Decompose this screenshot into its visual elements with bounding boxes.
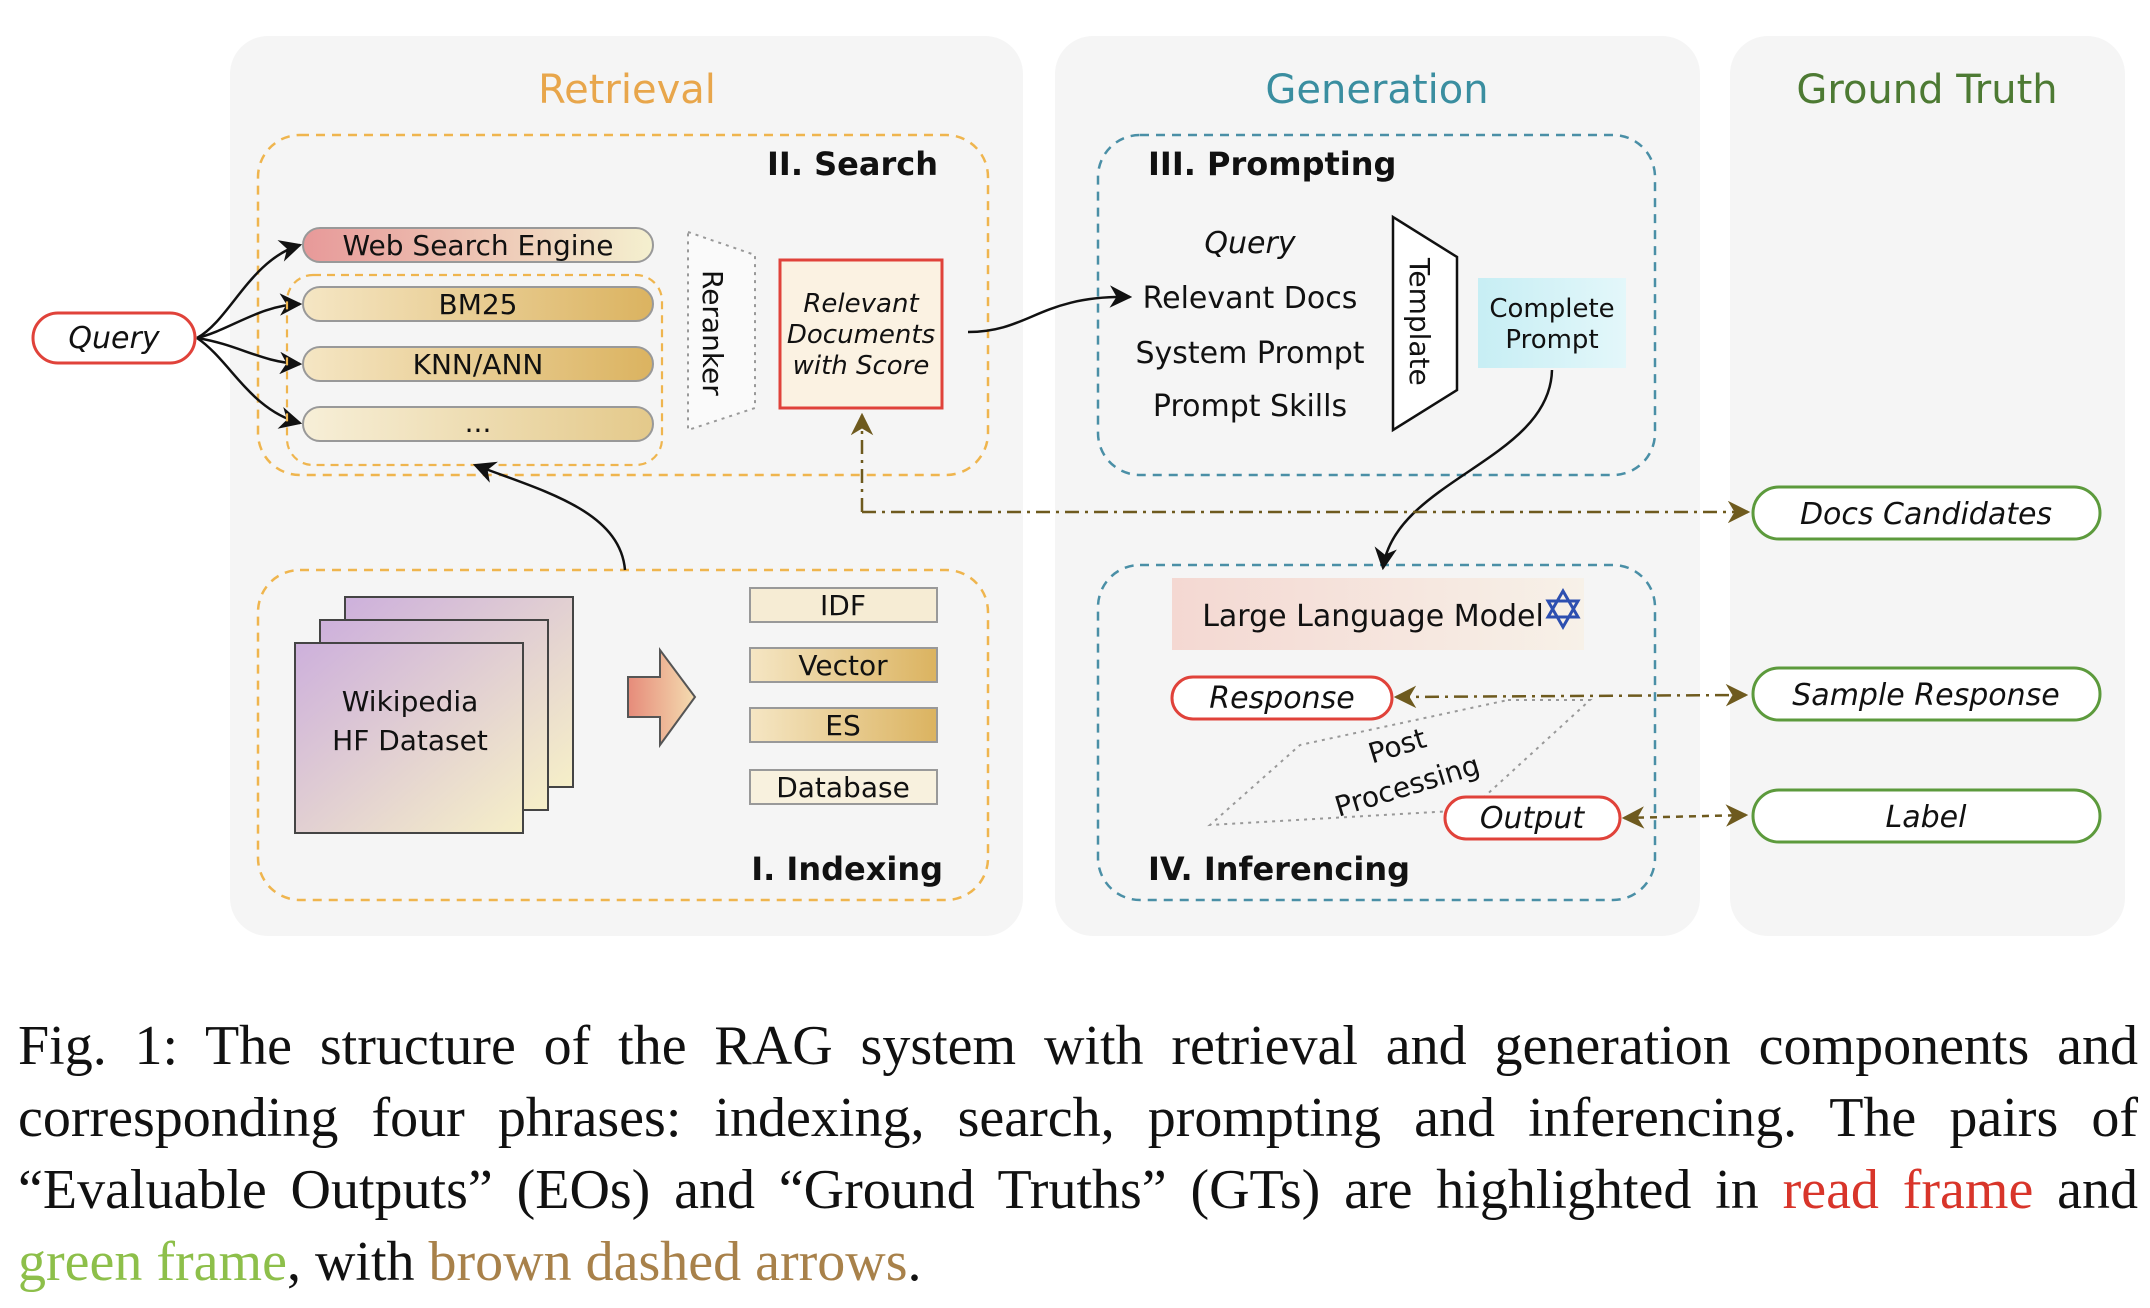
database-index [749,769,938,805]
es-index [749,707,938,743]
output-label: Output [1480,801,1585,836]
relevant-documents-line1: Relevant [803,289,919,319]
web-search-engine-label: Web Search Engine [342,229,613,262]
response-eval-arrow [1393,683,1749,709]
search-frame [256,133,990,477]
complete-prompt-box [1478,278,1626,368]
caption-text-1: Fig. 1: The structure of the RAG system … [18,1015,2138,1221]
prompt-item-query: Query [1204,226,1296,261]
template-trapezoid [1391,214,1459,433]
docs-eval-arrow [860,422,1745,514]
docs-to-prompt-arrow [967,285,1133,334]
relevant-documents-line2: Documents [787,320,935,350]
output-node [1443,795,1622,841]
reranker-label: Reranker [696,270,729,396]
docs-candidates-label: Docs Candidates [1800,497,2052,532]
generation-title: Generation [1265,67,1488,113]
label-label: Label [1886,800,1968,835]
complete-prompt-line2: Prompt [1505,325,1598,355]
vector-index [749,647,938,683]
complete-prompt-line1: Complete [1489,294,1614,324]
relevant-documents-box [778,258,944,410]
caption-text-4: . [907,1231,922,1293]
database-index-label: Database [776,771,910,804]
rag-structure-diagram: Retrieval Generation Ground Truth II. Se… [31,67,2102,902]
inferencing-frame [1096,563,1657,902]
bm25-label: BM25 [439,288,518,321]
template-label: Template [1403,257,1436,386]
indexing-frame [256,568,990,902]
dataset-page-front [294,642,524,834]
more-retrievers-label: ... [465,406,492,439]
llm-box [1172,578,1584,650]
prompt-item-system-prompt: System Prompt [1135,336,1364,371]
inferencing-stage-label: IV. Inferencing [1148,850,1410,888]
docs-candidates-node [1751,485,2102,541]
reranker-trapezoid [687,230,756,432]
sample-response-label: Sample Response [1792,678,2059,713]
query-label: Query [68,321,160,356]
caption-brown-arrows: brown dashed arrows [428,1231,908,1293]
index-to-retrievers-arrow [472,461,627,571]
knn-ann-bar [302,346,654,382]
llm-label: Large Language Model [1202,599,1544,634]
caption-red-frame: read frame [1782,1159,2034,1221]
prompting-stage-label: III. Prompting [1148,145,1396,183]
figure-caption: Fig. 1: The structure of the RAG system … [18,1010,2138,1298]
retrieval-title: Retrieval [538,67,716,113]
label-node [1751,788,2102,844]
ground-truth-title: Ground Truth [1796,67,2057,113]
idf-index-label: IDF [820,589,866,622]
prompt-item-relevant-docs: Relevant Docs [1143,281,1358,316]
caption-text-2: and [2033,1159,2138,1221]
dataset-line2: HF Dataset [332,724,488,757]
more-retrievers-bar [302,406,654,442]
idf-index [749,587,938,623]
vector-index-label: Vector [798,649,888,682]
caption-green-frame: green frame [18,1231,287,1293]
prompt-item-prompt-skills: Prompt Skills [1153,389,1347,424]
bm25-bar [302,286,654,322]
response-node [1170,675,1394,721]
dataset-line1: Wikipedia [342,685,479,718]
prompt-to-llm-arrow [1374,369,1554,571]
prompting-frame [1096,133,1657,477]
knn-ann-label: KNN/ANN [413,348,544,381]
response-label: Response [1209,681,1354,716]
indexing-stage-label: I. Indexing [751,850,943,888]
sample-response-node [1751,666,2102,722]
indexing-arrow-icon [627,646,697,749]
web-search-engine-bar [302,227,654,263]
relevant-documents-line3: with Score [793,351,930,381]
llm-star-icon [1545,587,1581,631]
caption-text-3: , with [286,1231,429,1293]
query-node [31,311,197,365]
search-stage-label: II. Search [767,145,938,183]
es-index-label: ES [825,709,860,742]
